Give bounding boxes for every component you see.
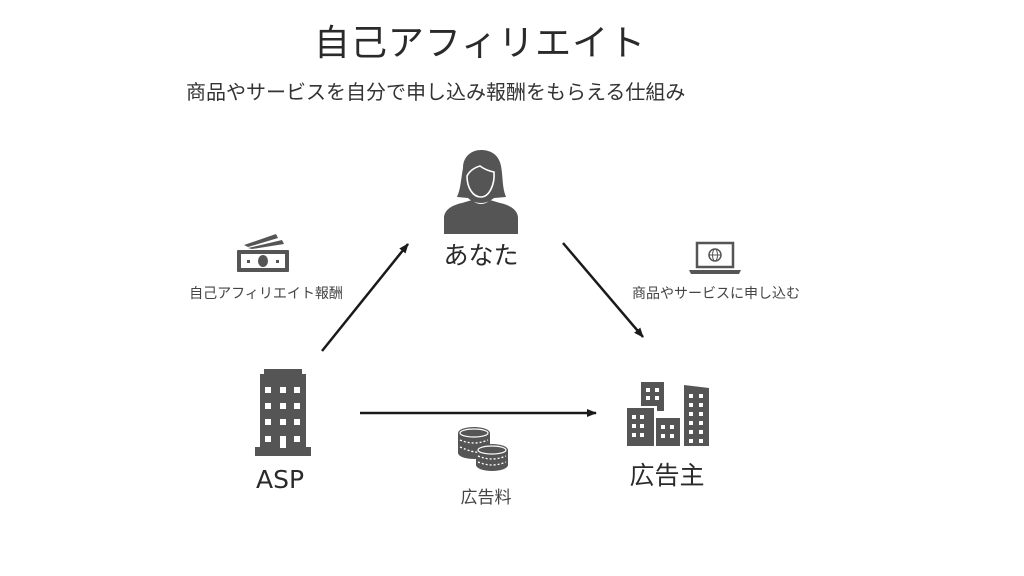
diagram-title: 自己アフィリエイト (313, 23, 647, 64)
node-label-asp: ASP (255, 465, 305, 494)
edge-label-asp-advertiser: 広告料 (460, 488, 512, 508)
edge-label-you-to-advertiser: 商品やサービスに申し込む (632, 286, 800, 302)
edge-label-asp-to-you: 自己アフィリエイト報酬 (189, 286, 343, 302)
node-label-you: あなた (443, 241, 519, 270)
arrow-you-to-advertiser (562, 242, 644, 338)
arrow-asp-to-you (321, 243, 409, 352)
node-label-advertiser: 広告主 (629, 461, 705, 490)
diagram-subtitle: 商品やサービスを自分で申し込み報酬をもらえる仕組み (186, 80, 686, 104)
